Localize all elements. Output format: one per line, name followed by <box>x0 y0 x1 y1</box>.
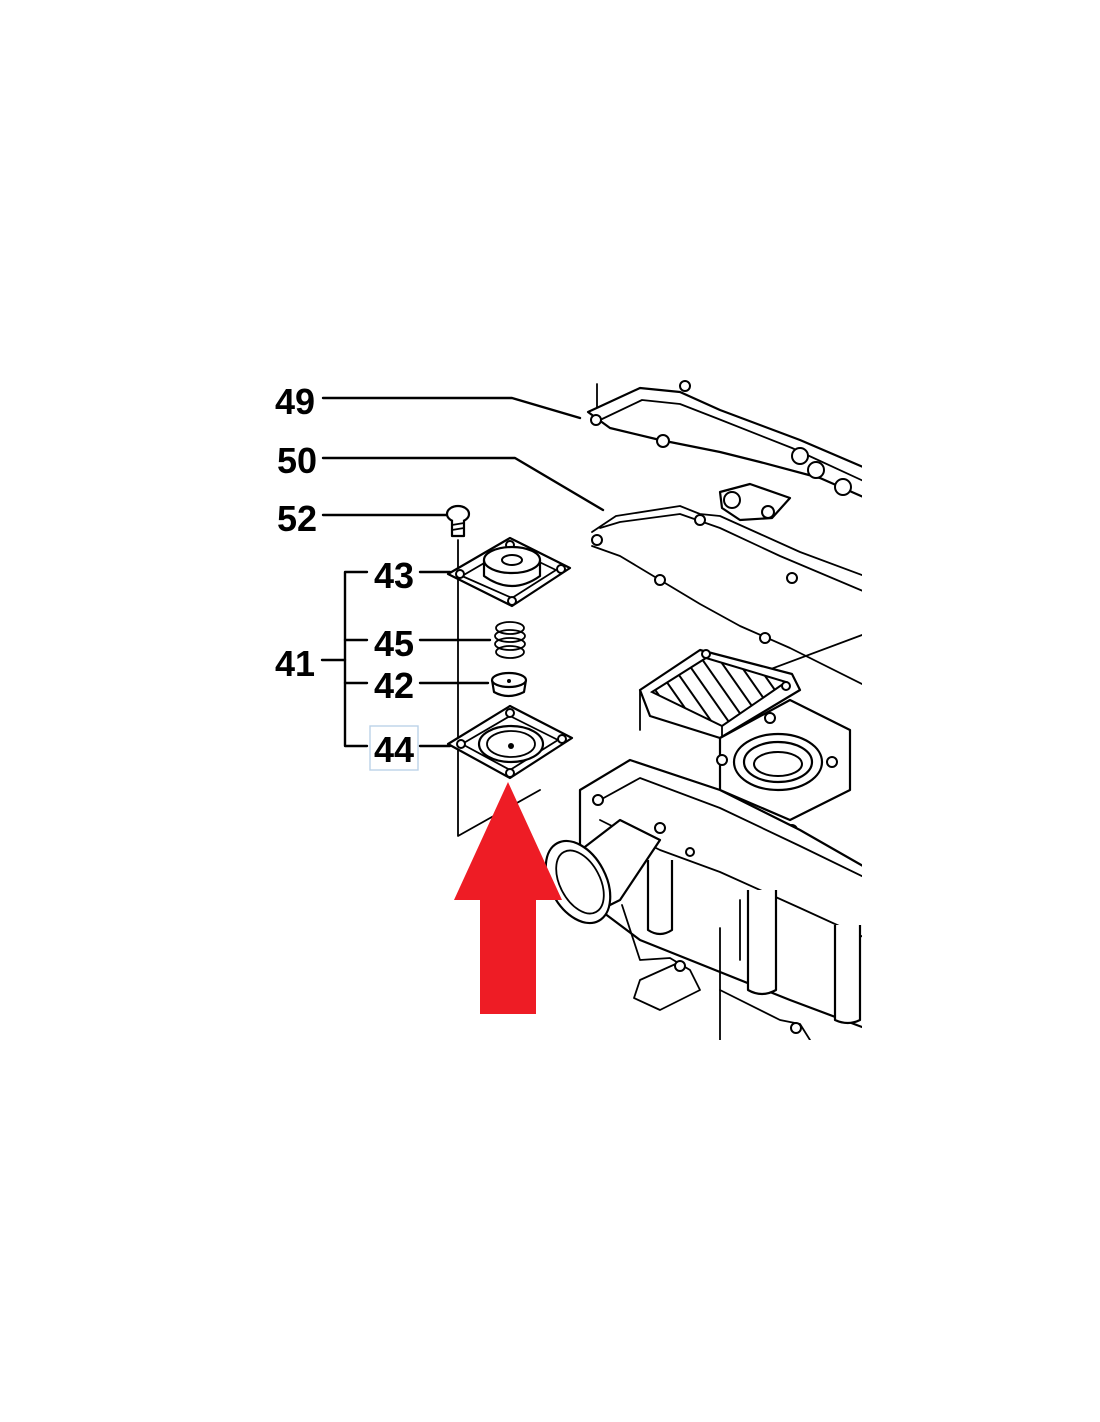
leader-49 <box>321 396 582 420</box>
callout-labels: 49 50 52 43 45 41 42 44 <box>275 381 419 771</box>
callout-41: 41 <box>275 643 315 684</box>
cylinder-head-assembly <box>544 380 862 1040</box>
leader-lines <box>320 396 605 837</box>
gasket-49 <box>586 380 862 522</box>
callout-52: 52 <box>277 498 317 539</box>
callout-44-highlight <box>369 725 419 771</box>
callout-50: 50 <box>277 440 317 481</box>
red-indicator-arrow <box>454 782 562 1014</box>
leader-50 <box>321 456 605 512</box>
thermostat-housing <box>716 698 852 836</box>
outlet-pipe <box>544 818 662 925</box>
diaphragm-44 <box>446 704 574 780</box>
spring-45 <box>494 621 526 659</box>
callout-44: 44 <box>374 729 414 770</box>
callout-43: 43 <box>374 555 414 596</box>
callout-49: 49 <box>275 381 315 422</box>
cover-43 <box>446 536 572 608</box>
mounting-pad <box>638 648 802 761</box>
seat-42 <box>490 671 528 698</box>
callout-45: 45 <box>374 623 414 664</box>
callout-42: 42 <box>374 665 414 706</box>
screw-52 <box>445 504 471 538</box>
bracket-41 <box>343 570 369 748</box>
